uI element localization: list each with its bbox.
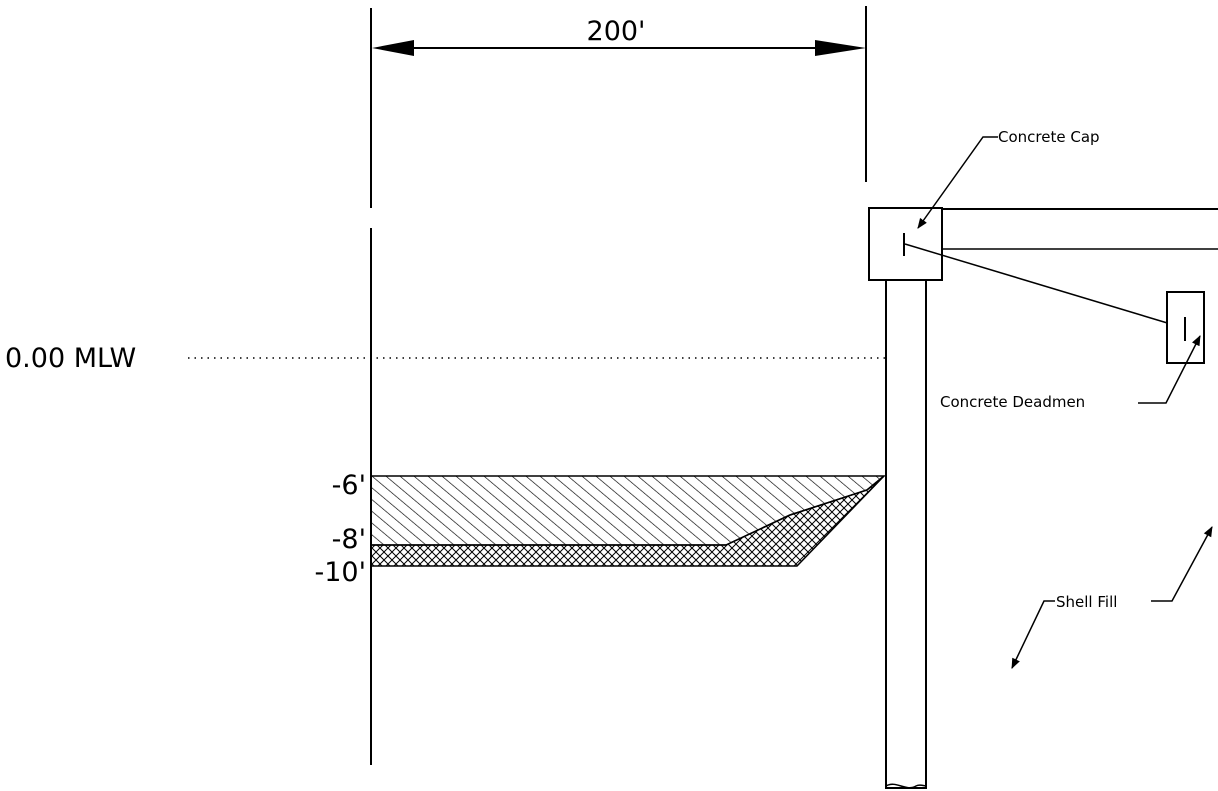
dimension-label: 200'	[587, 16, 646, 47]
depth-label-3: -10'	[314, 557, 366, 588]
depth-label-1: -6'	[332, 470, 366, 501]
concrete-deadmen-leader	[1138, 335, 1201, 404]
overdredge-layer-crosshatched	[370, 475, 885, 567]
dimension-arrow-left-icon	[372, 40, 414, 56]
concrete-cap-label: Concrete Cap	[998, 128, 1100, 146]
pile-break-mark	[885, 783, 927, 789]
shell-fill-leader-left	[1011, 600, 1055, 669]
datum-label: 0.00 MLW	[5, 343, 136, 374]
tie-rod	[904, 243, 1185, 329]
concrete-deadmen-label: Concrete Deadmen	[940, 393, 1085, 411]
dimension-arrow	[372, 40, 866, 56]
concrete-cap-leader	[917, 136, 998, 229]
dimension-arrow-right-icon	[815, 40, 866, 56]
depth-label-2: -8'	[332, 524, 366, 555]
bulkhead-pile	[885, 279, 927, 789]
shell-fill-label: Shell Fill	[1056, 593, 1117, 611]
shell-fill-leader-right	[1151, 526, 1213, 602]
